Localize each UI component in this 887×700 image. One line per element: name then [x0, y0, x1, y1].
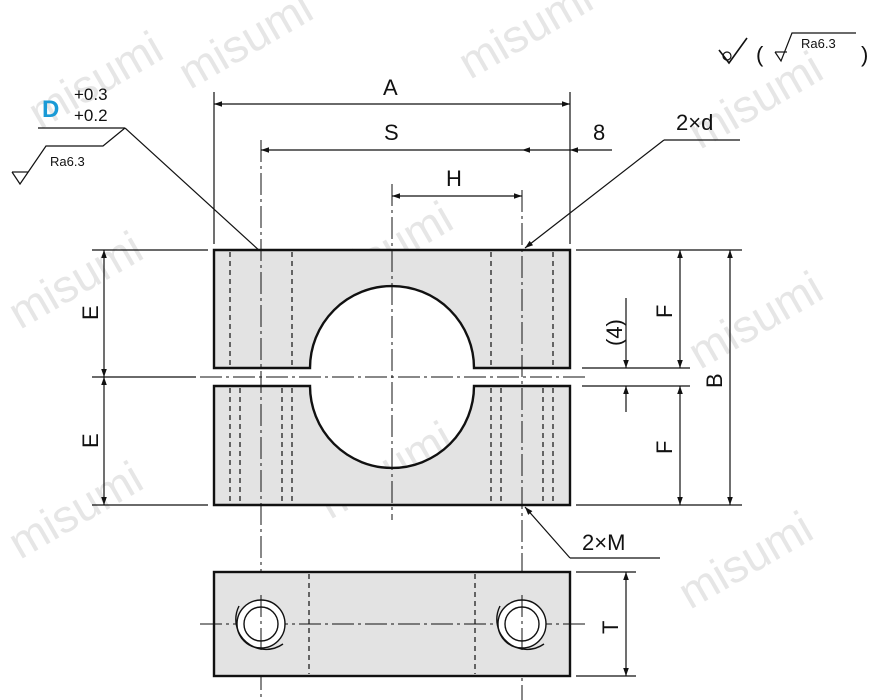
dim-label-2xM: 2×M	[582, 530, 625, 555]
front-view	[200, 140, 585, 700]
dim-label-8: 8	[593, 120, 605, 145]
watermark-text: misumi	[169, 0, 321, 99]
watermark-text: misumi	[449, 0, 601, 89]
dim-label-F-top: F	[652, 305, 677, 318]
dim-label-E-bottom: E	[78, 433, 103, 448]
tolerance-lower: +0.2	[74, 106, 108, 125]
paren-close: )	[861, 42, 868, 67]
watermark-text: misumi	[0, 451, 151, 569]
dim-label-H: H	[446, 166, 462, 191]
dim-label-E-top: E	[78, 305, 103, 320]
leader-2xM	[524, 506, 571, 559]
leader-2xd	[524, 139, 665, 249]
tolerance-upper: +0.3	[74, 85, 108, 104]
dim-label-A: A	[383, 75, 398, 100]
watermark-text: misumi	[0, 221, 151, 339]
watermark-text: misumi	[669, 501, 821, 619]
dim-label-S: S	[384, 120, 399, 145]
general-roughness-symbol: ( Ra6.3 )	[718, 32, 868, 67]
bore-roughness-value: Ra6.3	[50, 154, 85, 169]
upper-clamp-half	[212, 248, 572, 370]
roughness-value: Ra6.3	[801, 36, 836, 51]
paren-open: (	[756, 42, 764, 67]
bottom-view	[200, 570, 585, 678]
dim-label-B: B	[702, 373, 727, 388]
lower-clamp-half	[212, 384, 572, 507]
bore-diameter-symbol: D	[42, 96, 59, 123]
bore-tolerance: D +0.3 +0.2 Ra6.3	[11, 85, 331, 316]
dim-label-T: T	[598, 621, 623, 634]
dim-label-gap: (4)	[602, 319, 627, 346]
dim-label-F-bottom: F	[652, 441, 677, 454]
dim-label-2xd: 2×d	[676, 110, 713, 135]
watermark-group: misumi misumi misumi misumi misumi misum…	[0, 0, 831, 619]
watermark-text: misumi	[679, 261, 831, 379]
